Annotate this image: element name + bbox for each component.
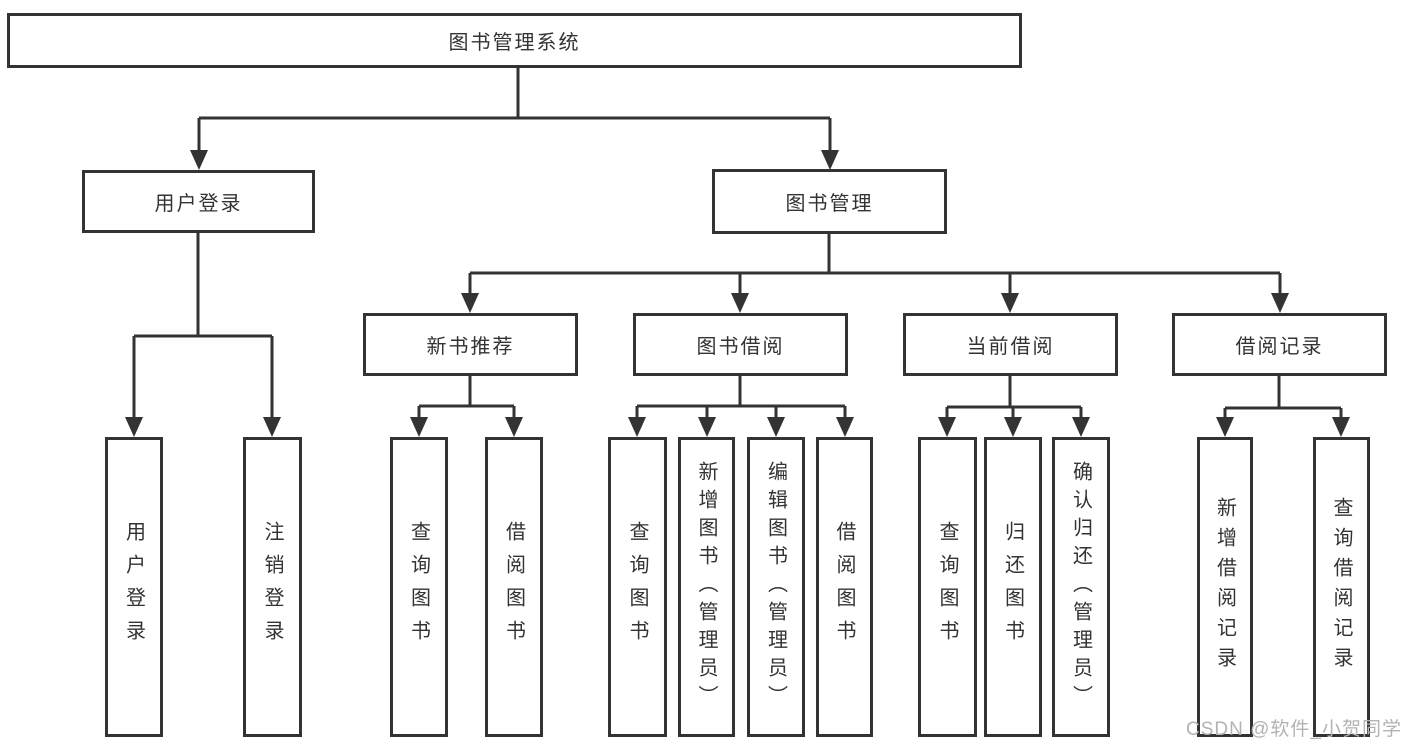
node-label: 图书管理 (785, 193, 874, 215)
node-label: 新增图书（管理员） (695, 461, 717, 713)
node-book-management: 图书管理 (712, 169, 947, 234)
node-label: 图书管理系统 (448, 32, 581, 54)
leaf-logout: 注销登录 (243, 437, 302, 737)
leaf-borrow-books-recommend: 借阅图书 (485, 437, 543, 737)
node-label: 借阅图书 (502, 521, 525, 653)
node-label: 图书借阅 (696, 336, 785, 358)
node-label: 查询图书 (407, 521, 430, 653)
csdn-watermark: CSDN @软件_小贺同学 (1186, 719, 1402, 740)
node-label: 新书推荐 (426, 336, 515, 358)
node-label: 查询借阅记录 (1330, 497, 1352, 677)
node-label: 归还图书 (1001, 521, 1024, 653)
node-new-book-recommend: 新书推荐 (363, 313, 578, 376)
node-label: 确认归还（管理员） (1069, 461, 1092, 713)
leaf-confirm-return-admin: 确认归还（管理员） (1052, 437, 1110, 737)
leaf-query-borrow-record: 查询借阅记录 (1313, 437, 1370, 737)
node-label: 借阅记录 (1235, 336, 1324, 358)
leaf-edit-books-admin: 编辑图书（管理员） (747, 437, 805, 737)
node-library-management-system: 图书管理系统 (7, 13, 1022, 68)
node-label: 新增借阅记录 (1213, 497, 1236, 677)
node-label: 查询图书 (626, 521, 648, 653)
leaf-borrow-books: 借阅图书 (816, 437, 873, 737)
leaf-query-books-current: 查询图书 (918, 437, 977, 737)
node-label: 编辑图书（管理员） (764, 461, 787, 713)
node-label: 查询图书 (936, 521, 958, 653)
node-label: 注销登录 (261, 521, 283, 653)
node-label: 用户登录 (122, 521, 145, 653)
node-user-login: 用户登录 (82, 170, 315, 233)
node-label: 当前借阅 (966, 336, 1055, 358)
leaf-user-login: 用户登录 (105, 437, 163, 737)
leaf-return-books: 归还图书 (984, 437, 1042, 737)
leaf-query-books-borrowing: 查询图书 (608, 437, 667, 737)
leaf-query-books-recommend: 查询图书 (390, 437, 448, 737)
leaf-add-books-admin: 新增图书（管理员） (678, 437, 735, 737)
node-current-borrowing: 当前借阅 (903, 313, 1118, 376)
node-label: 借阅图书 (833, 521, 855, 653)
node-borrowing-records: 借阅记录 (1172, 313, 1387, 376)
leaf-add-borrow-record: 新增借阅记录 (1197, 437, 1253, 737)
node-book-borrowing: 图书借阅 (633, 313, 848, 376)
node-label: 用户登录 (154, 193, 243, 215)
